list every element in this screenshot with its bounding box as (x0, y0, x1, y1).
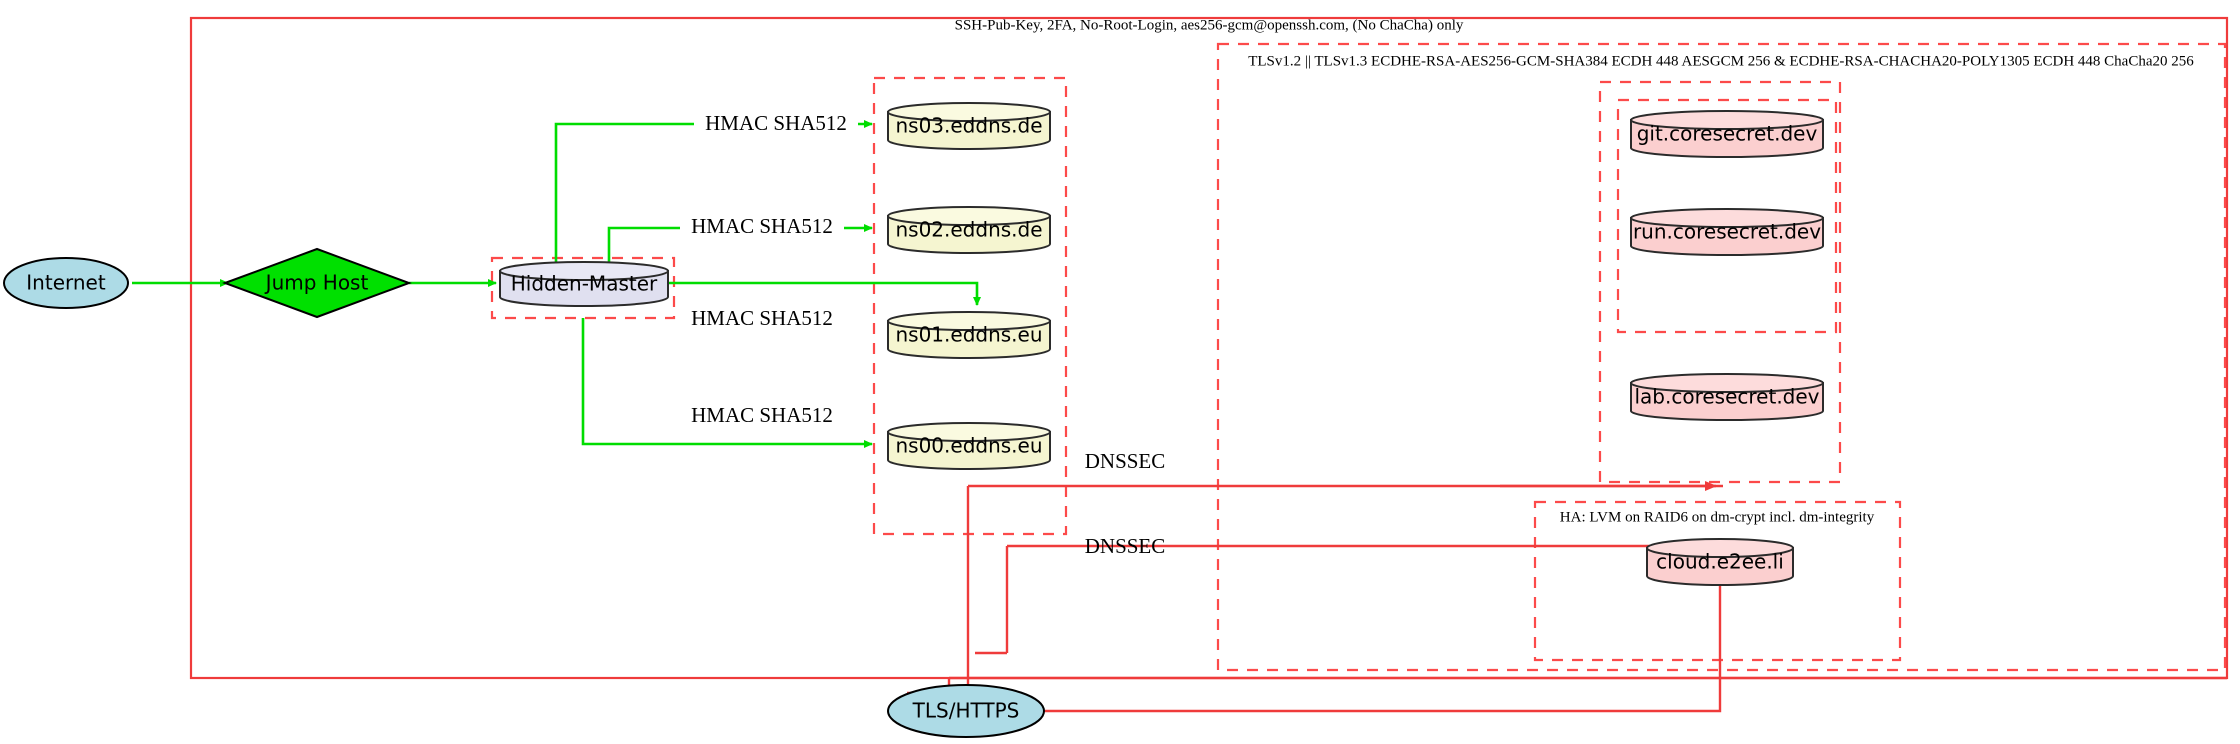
node-lab-coresecret[interactable]: lab.coresecret.dev (1630, 373, 1824, 421)
label-bg-hmac-ns03 (694, 113, 858, 135)
node-hidden-master[interactable]: Hidden-Master (499, 261, 669, 307)
node-ns03-label: ns03.eddns.de (895, 114, 1042, 138)
edge-label-group: HMAC SHA512 HMAC SHA512 HMAC SHA512 HMAC… (680, 111, 1165, 558)
node-ns01-label: ns01.eddns.eu (895, 323, 1042, 347)
label-bg-hmac-ns02 (680, 216, 844, 238)
node-ns02-label: ns02.eddns.de (895, 218, 1042, 242)
node-jump-host[interactable]: Jump Host (222, 247, 412, 319)
node-ns01[interactable]: ns01.eddns.eu (887, 311, 1051, 359)
node-ns02[interactable]: ns02.eddns.de (887, 206, 1051, 254)
edge-hiddenmaster-to-ns01 (668, 281, 981, 306)
node-cloud-e2ee-label: cloud.e2ee.li (1656, 550, 1784, 574)
node-jump-host-label: Jump Host (264, 271, 369, 295)
edge-hiddenmaster-to-ns03 (554, 120, 873, 262)
cluster-ssh-label: SSH-Pub-Key, 2FA, No-Root-Login, aes256-… (955, 17, 1464, 33)
cluster-coresecret-inner-boundary (1616, 98, 1838, 334)
cluster-dns-boundary (872, 76, 1068, 536)
edge-label-hmac-ns02: HMAC SHA512 (691, 214, 833, 238)
edge-label-hmac-ns01: HMAC SHA512 (691, 306, 833, 330)
node-internet-label: Internet (26, 271, 106, 295)
node-run-coresecret-label: run.coresecret.dev (1633, 220, 1821, 244)
node-git-coresecret-label: git.coresecret.dev (1637, 122, 1818, 146)
node-internet[interactable]: Internet (3, 257, 129, 309)
cluster-ha-boundary (1533, 500, 1902, 662)
node-ns00[interactable]: ns00.eddns.eu (887, 422, 1051, 470)
label-bg-hmac-ns00 (680, 406, 844, 428)
edge-label-hmac-ns00: HMAC SHA512 (691, 403, 833, 427)
node-ns00-label: ns00.eddns.eu (895, 434, 1042, 458)
cluster-coresecret-outer-boundary (1598, 80, 1842, 484)
edge-tls-to-ha-right (1010, 556, 1722, 713)
cluster-tls-label: TLSv1.2 || TLSv1.3 ECDHE-RSA-AES256-GCM-… (1248, 53, 2194, 69)
node-git-coresecret[interactable]: git.coresecret.dev (1630, 110, 1824, 158)
cluster-ha-label: HA: LVM on RAID6 on dm-crypt incl. dm-in… (1560, 509, 1875, 525)
cluster-tls-boundary (1216, 42, 2227, 672)
node-lab-coresecret-label: lab.coresecret.dev (1634, 385, 1819, 409)
node-ns03[interactable]: ns03.eddns.de (887, 102, 1051, 150)
node-hidden-master-label: Hidden-Master (511, 272, 658, 296)
edge-label-dnssec-bottom: DNSSEC (1085, 534, 1166, 558)
node-tls-https-label: TLS/HTTPS (912, 699, 1020, 723)
edge-label-hmac-ns03: HMAC SHA512 (705, 111, 847, 135)
node-tls-https[interactable]: TLS/HTTPS (887, 684, 1045, 738)
edge-hiddenmaster-to-ns00 (581, 318, 873, 448)
node-run-coresecret[interactable]: run.coresecret.dev (1630, 208, 1824, 256)
cluster-hidden-master-boundary (490, 256, 676, 320)
edge-label-dnssec-top: DNSSEC (1085, 449, 1166, 473)
node-cloud-e2ee[interactable]: cloud.e2ee.li (1646, 538, 1794, 586)
cluster-ssh-boundary (189, 16, 2229, 680)
